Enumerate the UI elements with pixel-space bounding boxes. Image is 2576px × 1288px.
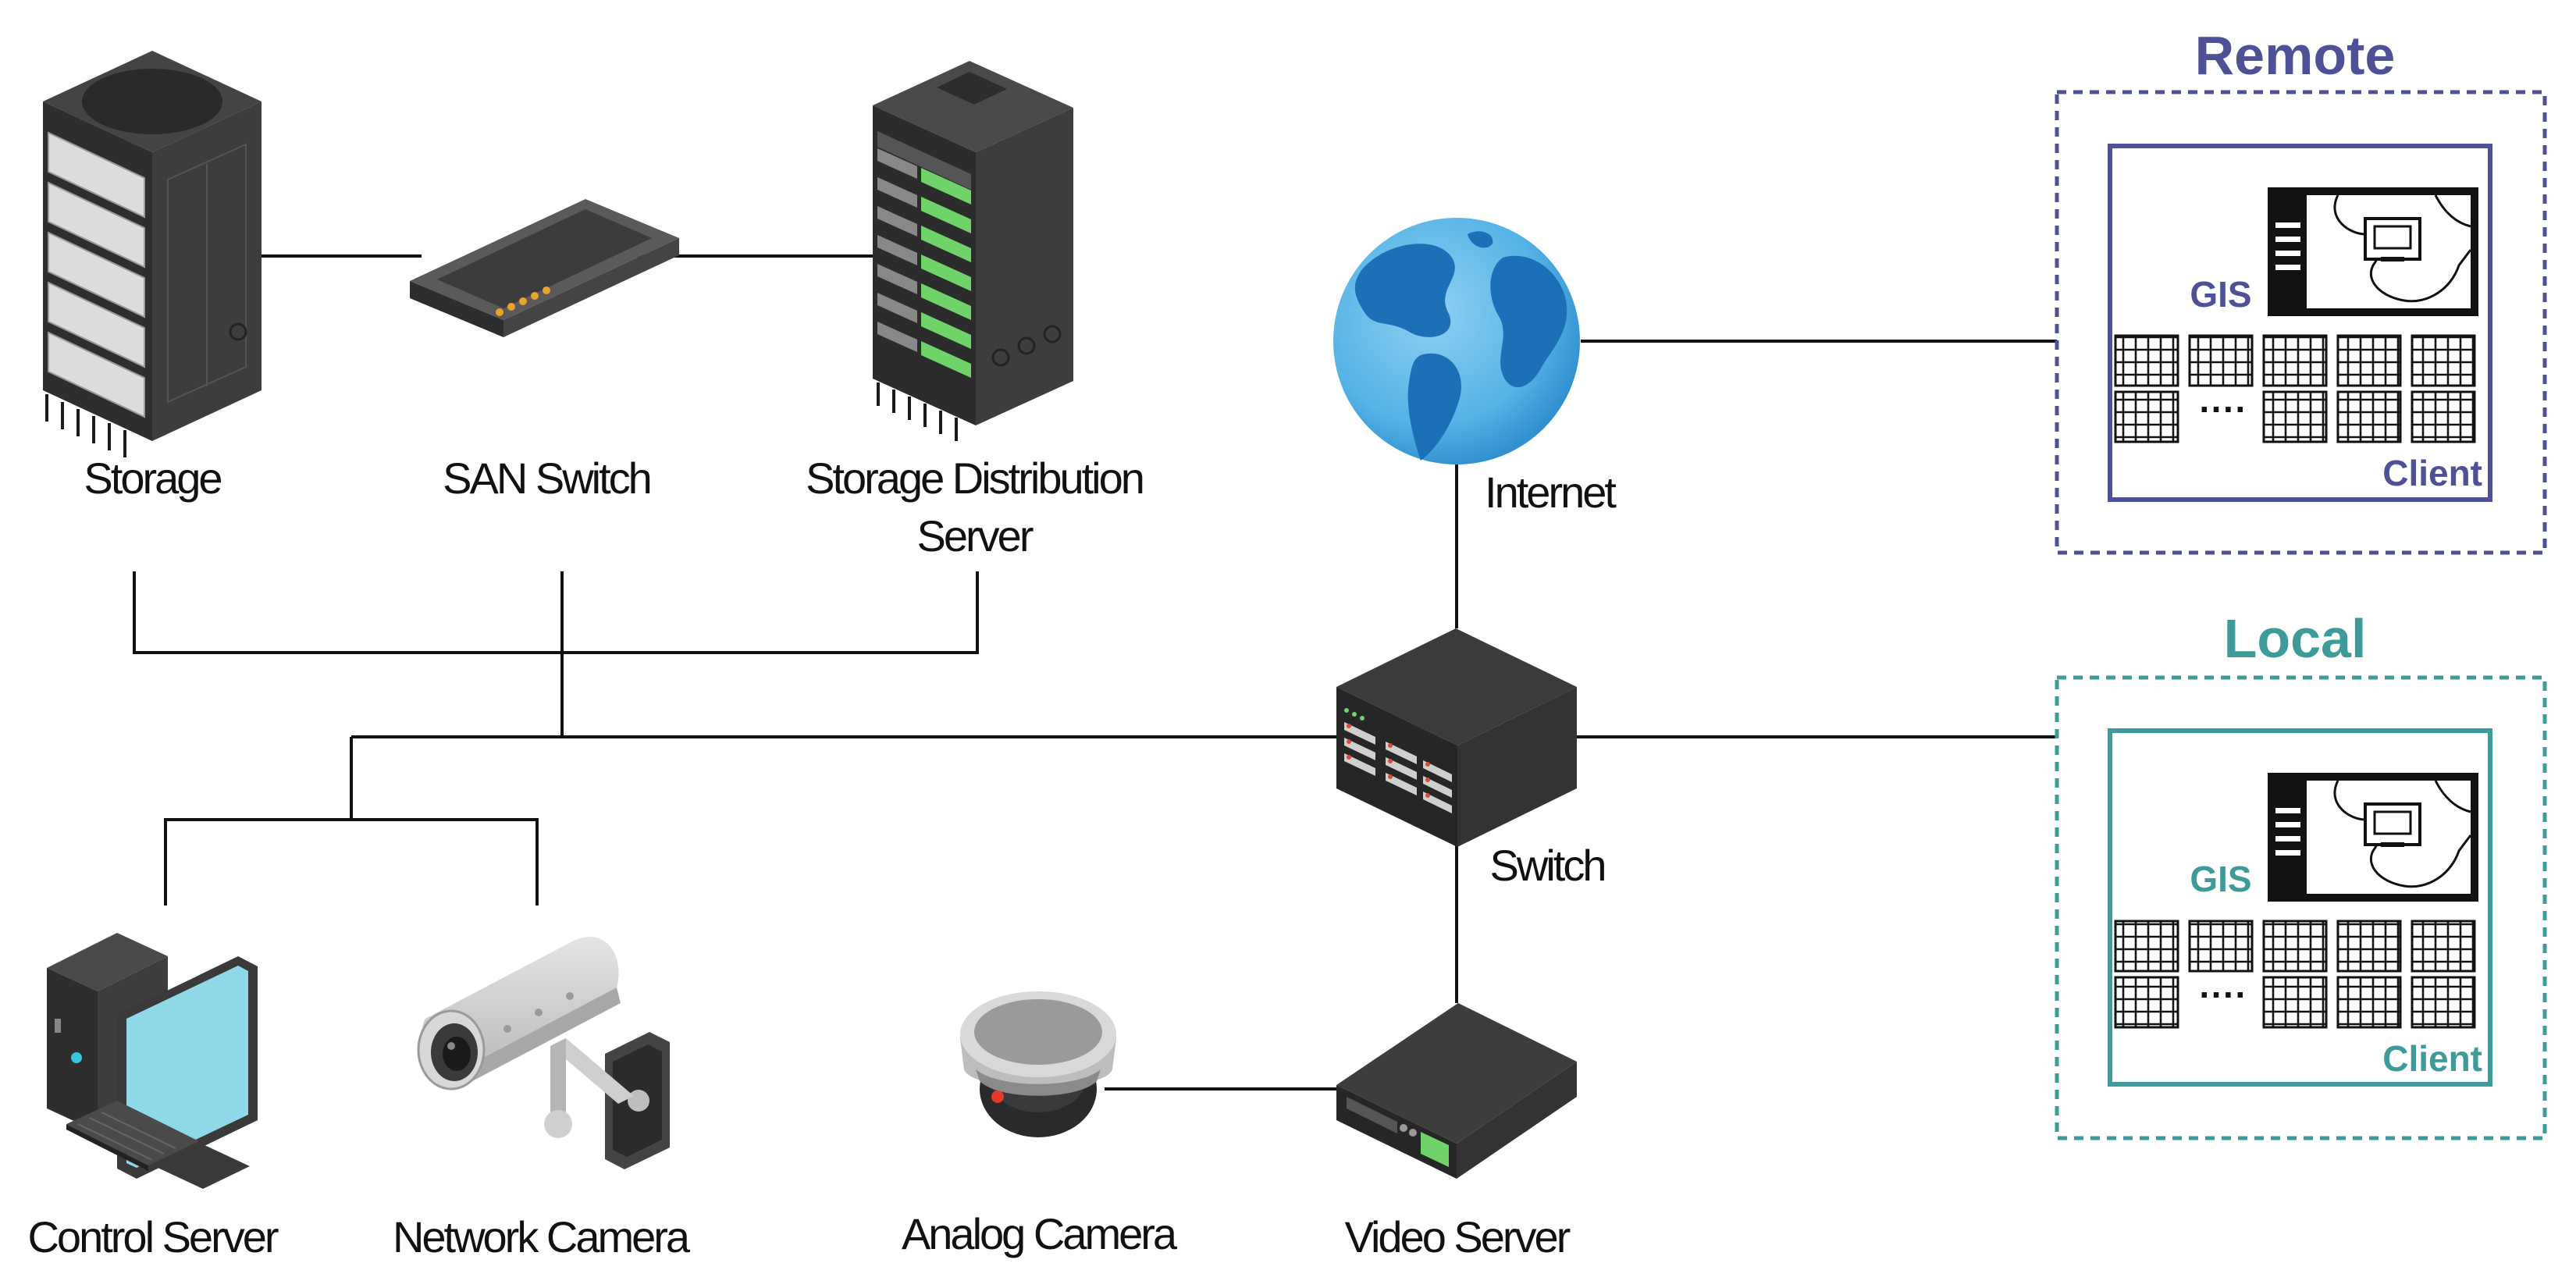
network-camera-icon — [417, 937, 670, 1169]
connection-lines — [133, 254, 2057, 1091]
network-camera-line — [351, 818, 539, 906]
remote-gis-label: GIS — [2190, 274, 2251, 315]
storage-distribution-label-1: Storage Distribution — [806, 454, 1143, 503]
globe-icon — [1333, 218, 1580, 464]
top-bracket-line — [133, 571, 979, 654]
local-gis-map-icon — [2268, 773, 2478, 902]
analog-camera-icon — [960, 991, 1116, 1137]
network-camera-label: Network Camera — [393, 1212, 691, 1261]
storage-distribution-server-icon — [873, 61, 1073, 441]
remote-group: Remote GIS ···· Cl — [2055, 25, 2547, 555]
local-client-label: Client — [2382, 1038, 2482, 1079]
video-server-icon — [1336, 1003, 1577, 1179]
remote-ellipsis: ···· — [2199, 389, 2247, 429]
server-slots — [877, 131, 971, 190]
video-server-label: Video Server — [1345, 1212, 1571, 1261]
storage-icon — [43, 51, 262, 457]
remote-gis-map-icon — [2268, 187, 2478, 316]
local-ellipsis: ···· — [2199, 974, 2247, 1015]
remote-video-grid — [2114, 334, 2476, 443]
control-server-label: Control Server — [27, 1212, 278, 1261]
switch-icon — [1336, 628, 1577, 847]
remote-title: Remote — [2195, 25, 2396, 86]
storage-label: Storage — [84, 454, 221, 503]
san-switch-label: SAN Switch — [443, 454, 650, 503]
remote-client-label: Client — [2382, 453, 2482, 493]
local-group: Local GIS ···· Cli — [2055, 608, 2547, 1140]
switch-label: Switch — [1490, 841, 1605, 890]
internet-label: Internet — [1485, 468, 1617, 517]
analog-camera-label: Analog Camera — [902, 1209, 1178, 1258]
storage-distribution-label-2: Server — [917, 511, 1034, 560]
control-server-line — [164, 737, 353, 906]
local-gis-label: GIS — [2190, 859, 2251, 899]
local-title: Local — [2224, 608, 2367, 669]
san-switch-icon — [410, 199, 679, 337]
computer-icon — [47, 933, 258, 1189]
local-video-grid — [2114, 920, 2476, 1029]
